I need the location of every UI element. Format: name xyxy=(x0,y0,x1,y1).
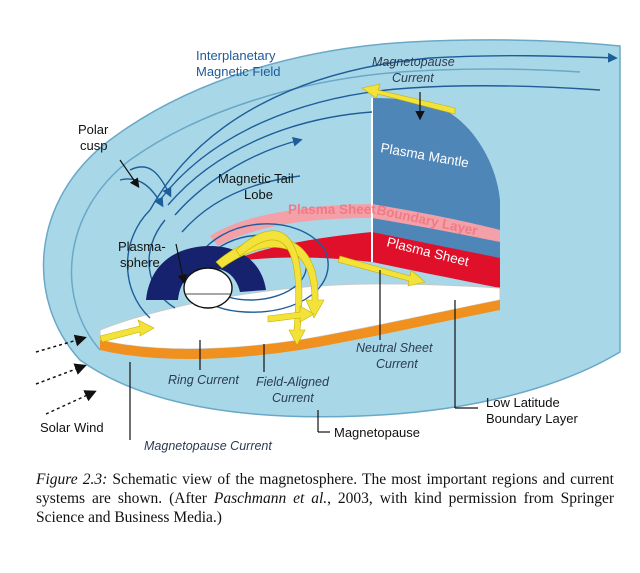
polar-cusp-label-2: cusp xyxy=(80,138,107,153)
neutral-sheet-current-label-2: Current xyxy=(376,357,418,371)
cross-tail-current-arrow xyxy=(337,255,426,287)
neutral-sheet-current-arrow xyxy=(267,305,315,323)
magnetic-tail-lobe-label-2: Lobe xyxy=(244,187,273,202)
magnetopause-current-top-label-1: Magnetopause xyxy=(372,55,455,69)
field-lines xyxy=(119,52,618,319)
figure-caption: Figure 2.3: Schematic view of the magnet… xyxy=(36,470,614,527)
interplanetary-field-label-1: Interplanetary xyxy=(196,48,276,63)
caption-author: Paschmann et al. xyxy=(213,490,328,507)
magnetosheath-region xyxy=(42,39,621,418)
magnetopause-current-top-label-2: Current xyxy=(392,71,434,85)
plasmasphere-label-2: sphere xyxy=(120,255,160,270)
ring-current-arrow xyxy=(99,319,155,343)
low-latitude-label-1: Low Latitude xyxy=(486,395,560,410)
solar-wind-label: Solar Wind xyxy=(40,420,104,435)
magnetosphere-diagram: Interplanetary Magnetic Field Magnetopau… xyxy=(35,39,621,453)
leader-lines xyxy=(119,92,478,440)
caption-text-2: , 2003, with kind permission from Spring… xyxy=(36,490,614,526)
plasmasphere-label-1: Plasma- xyxy=(118,239,166,254)
low-latitude-label-2: Boundary Layer xyxy=(486,411,578,426)
interplanetary-field-label-2: Magnetic Field xyxy=(196,64,281,79)
magnetic-tail-lobe-label-1: Magnetic Tail xyxy=(218,171,294,186)
low-latitude-boundary-layer-edge xyxy=(100,300,500,359)
boundary-layer-region xyxy=(210,204,500,246)
field-aligned-current-label-2: Current xyxy=(272,391,314,405)
caption-text-1: Schematic view of the magnetosphere. The… xyxy=(36,471,614,507)
magnetopause-current-arrow-top xyxy=(361,83,456,115)
field-aligned-current-label-1: Field-Aligned xyxy=(256,375,330,389)
plasma-sheet-boundary-label: Plasma Sheet xyxy=(288,202,376,217)
neutral-sheet-current-label-1: Neutral Sheet xyxy=(356,341,433,355)
magnetopause-label: Magnetopause xyxy=(334,425,420,440)
earth xyxy=(183,267,233,309)
caption-lead-in: Figure 2.3: xyxy=(36,471,108,488)
current-systems xyxy=(99,83,456,346)
magnetopause-current-bottom-label: Magnetopause Current xyxy=(144,439,272,453)
plasmasphere-torus xyxy=(146,246,266,300)
field-aligned-current-arrow-2 xyxy=(235,230,306,346)
ring-current-label: Ring Current xyxy=(168,373,239,387)
magnetopause-boundary xyxy=(70,68,581,351)
polar-cusp-label-1: Polar xyxy=(78,122,109,137)
solar-wind-arrows xyxy=(35,334,97,415)
